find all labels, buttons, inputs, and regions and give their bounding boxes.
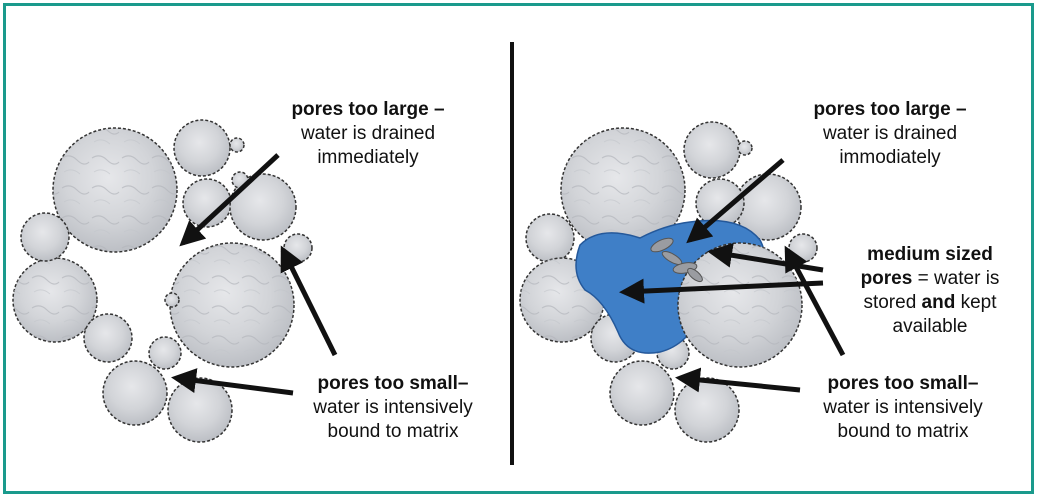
label-text: kept bbox=[955, 292, 996, 313]
label-line: immodiately bbox=[790, 146, 990, 170]
label-line: water is intensively bbox=[278, 396, 508, 420]
particle-medium bbox=[168, 378, 232, 442]
right-label-large-pores: pores too large – water is drained immod… bbox=[790, 98, 990, 170]
right-label-medium-pores: medium sized pores = water is stored and… bbox=[830, 243, 1030, 339]
label-bold-word: and bbox=[922, 292, 956, 313]
label-line: bound to matrix bbox=[788, 420, 1018, 444]
label-line: stored and kept bbox=[830, 291, 1030, 315]
particle-medium bbox=[675, 378, 739, 442]
particle-tiny bbox=[165, 293, 179, 307]
label-line: bound to matrix bbox=[278, 420, 508, 444]
label-title: medium sized bbox=[830, 243, 1030, 267]
label-line: water is drained bbox=[268, 122, 468, 146]
label-line: water is intensively bbox=[788, 396, 1018, 420]
particle-tiny bbox=[738, 141, 752, 155]
left-label-large-pores: pores too large – water is drained immed… bbox=[268, 98, 468, 170]
particle-small bbox=[526, 214, 574, 262]
label-text: stored bbox=[863, 292, 921, 313]
label-line: immediately bbox=[268, 146, 468, 170]
particle-small bbox=[21, 213, 69, 261]
particle-small bbox=[84, 314, 132, 362]
label-title: pores too small– bbox=[278, 372, 508, 396]
label-line: pores = water is bbox=[830, 267, 1030, 291]
particle-small bbox=[174, 120, 230, 176]
label-line: available bbox=[830, 315, 1030, 339]
label-title: pores too small– bbox=[788, 372, 1018, 396]
particle-small bbox=[149, 337, 181, 369]
label-text: = water is bbox=[912, 268, 999, 289]
label-title: pores too large – bbox=[268, 98, 468, 122]
label-title: pores too large – bbox=[790, 98, 990, 122]
label-line: water is drained bbox=[790, 122, 990, 146]
particle-medium bbox=[610, 361, 674, 425]
particle-medium bbox=[103, 361, 167, 425]
left-label-small-pores: pores too small– water is intensively bo… bbox=[278, 372, 508, 444]
label-bold-word: pores bbox=[861, 268, 913, 289]
right-label-small-pores: pores too small– water is intensively bo… bbox=[788, 372, 1018, 444]
particle-small bbox=[684, 122, 740, 178]
particle-tiny bbox=[230, 138, 244, 152]
